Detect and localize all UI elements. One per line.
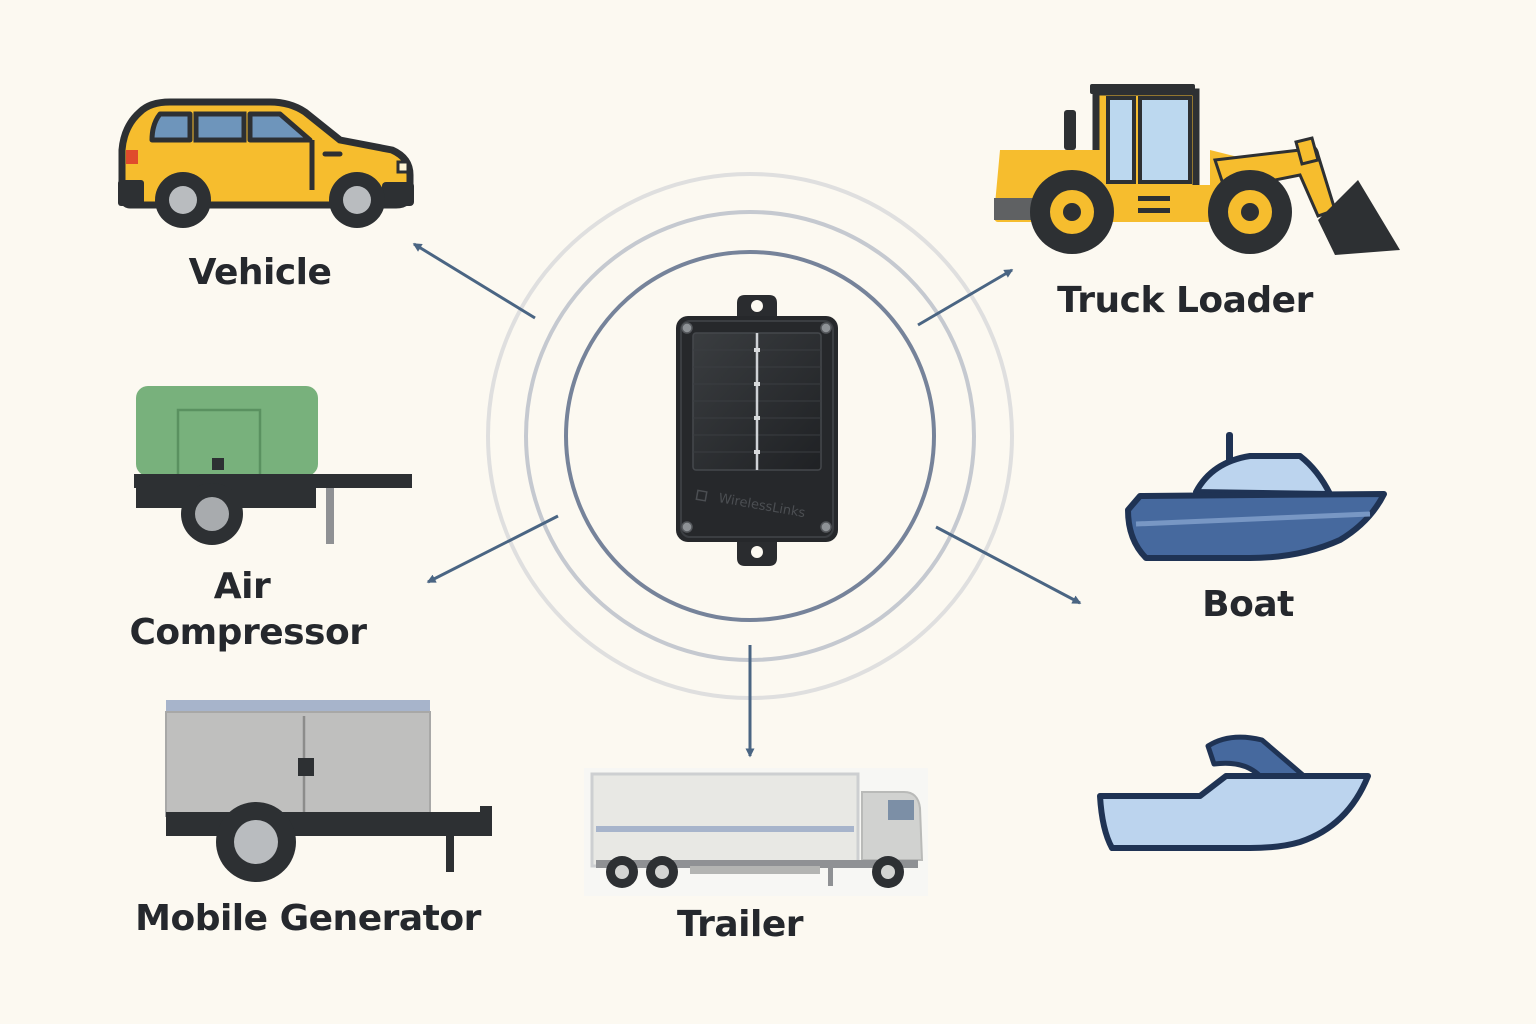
speed-boat-icon: [1097, 734, 1371, 851]
label-mobile-generator: Mobile Generator: [135, 898, 481, 939]
label-air-compressor-line2: Compressor: [129, 612, 367, 653]
label-vehicle: Vehicle: [188, 252, 332, 293]
generator-trailer-icon: [165, 700, 492, 882]
label-truck-loader: Truck Loader: [1057, 280, 1313, 321]
arrows: [412, 242, 1082, 758]
gps-tracker-icon: WirelessLinks: [676, 295, 838, 566]
suv-car-icon: [118, 98, 414, 228]
air-compressor-trailer-icon: [134, 386, 412, 545]
label-boat: Boat: [1202, 584, 1294, 625]
arrow-to-truck-loader: [917, 268, 1014, 327]
label-air-compressor: Air Compressor: [100, 564, 400, 656]
wheel-loader-icon: [994, 84, 1400, 255]
arrow-to-boat: [935, 525, 1082, 605]
label-trailer: Trailer: [677, 904, 804, 945]
arrow-to-vehicle: [412, 242, 536, 320]
motor-boat-icon: [1125, 432, 1387, 561]
box-truck-icon: [584, 768, 928, 896]
signal-ring-inner: [564, 250, 936, 622]
label-air-compressor-line1: Air: [213, 566, 271, 607]
arrow-to-air-compressor: [426, 514, 559, 584]
